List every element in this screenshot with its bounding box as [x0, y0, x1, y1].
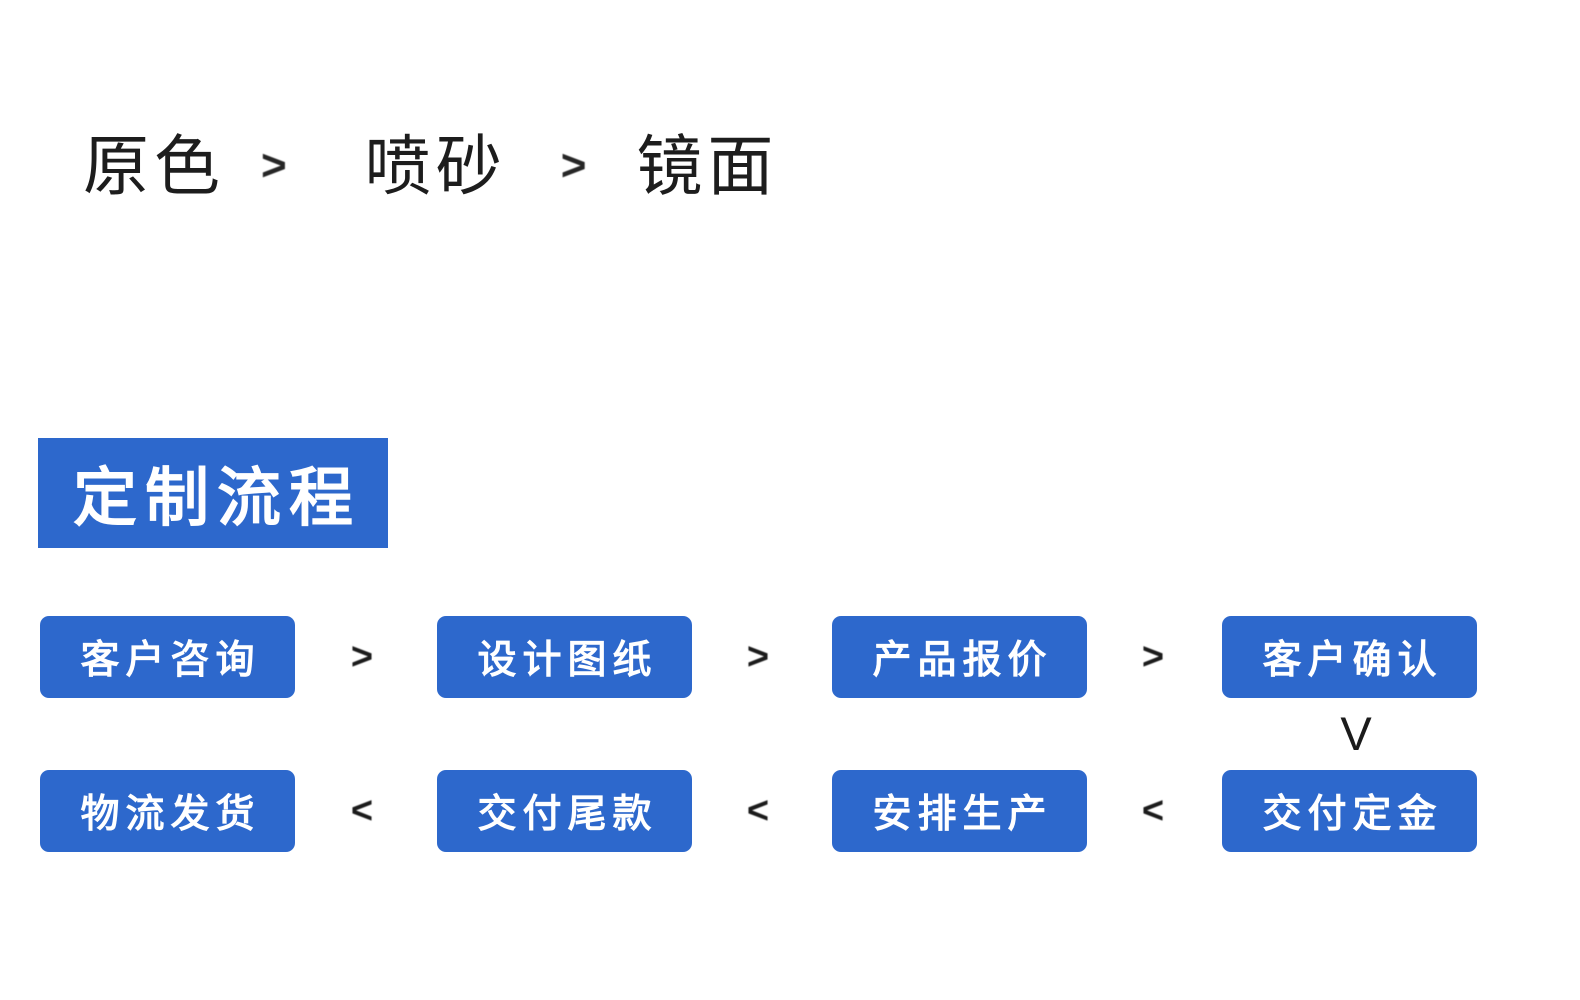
- flow-step-customer-confirmation: 客户确认: [1222, 616, 1477, 698]
- finish-options-row: 原色 > 喷砂 > 镜面: [83, 130, 778, 203]
- arrow-left-icon: <: [350, 789, 374, 832]
- greater-than-separator-icon: >: [261, 141, 287, 191]
- flow-step-pay-deposit: 交付定金: [1222, 770, 1477, 852]
- arrow-left-icon: <: [746, 789, 770, 832]
- arrow-right-icon: >: [746, 635, 770, 678]
- arrow-down-icon: V: [1340, 706, 1372, 760]
- flow-step-arrange-production: 安排生产: [832, 770, 1087, 852]
- flow-step-design-drawing: 设计图纸: [437, 616, 692, 698]
- section-title-banner: 定制流程: [38, 438, 388, 548]
- flow-step-customer-inquiry: 客户咨询: [40, 616, 295, 698]
- finish-option-sandblasted: 喷砂: [364, 129, 507, 203]
- greater-than-separator-icon: >: [560, 141, 587, 191]
- section-title: 定制流程: [73, 462, 361, 534]
- arrow-right-icon: >: [350, 635, 374, 678]
- flow-step-product-quotation: 产品报价: [832, 616, 1087, 698]
- arrow-right-icon: >: [1141, 635, 1165, 678]
- finish-option-natural-color: 原色: [83, 129, 225, 203]
- flow-step-logistics-shipping: 物流发货: [40, 770, 295, 852]
- arrow-left-icon: <: [1141, 789, 1165, 832]
- finish-option-mirror: 镜面: [636, 129, 779, 203]
- flow-step-pay-balance: 交付尾款: [437, 770, 692, 852]
